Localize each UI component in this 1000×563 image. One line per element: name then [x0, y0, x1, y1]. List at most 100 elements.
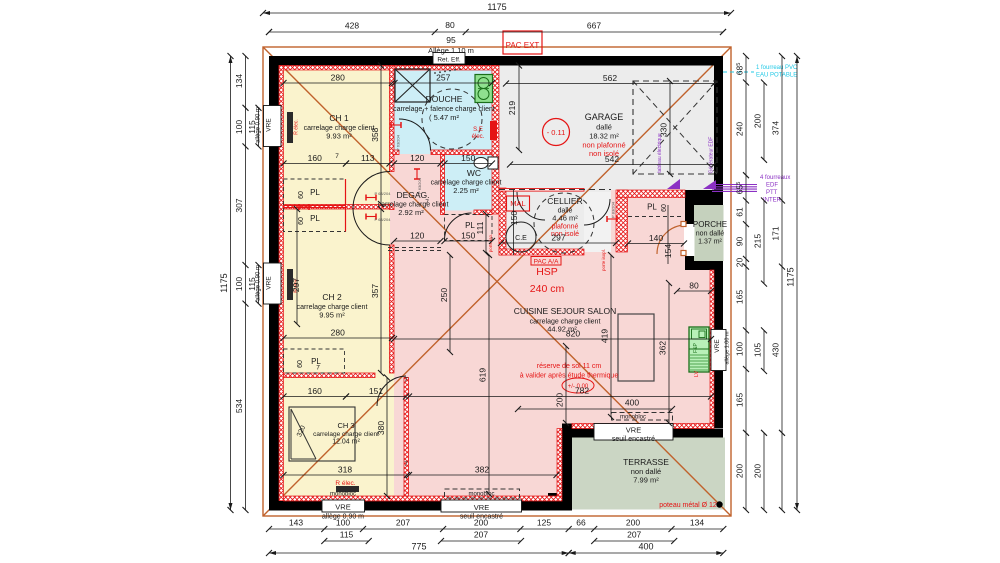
svg-text:allège 0.90 m: allège 0.90 m [322, 514, 364, 521]
svg-text:362: 362 [658, 341, 668, 355]
svg-text:élec.: élec. [472, 134, 485, 140]
svg-text:VRE: VRE [266, 118, 273, 132]
svg-text:207: 207 [396, 518, 410, 528]
svg-text:219: 219 [507, 101, 517, 115]
svg-text:18.32 m²: 18.32 m² [589, 132, 619, 141]
svg-text:358: 358 [370, 127, 380, 141]
svg-text:240: 240 [735, 122, 745, 136]
svg-text:115: 115 [340, 530, 354, 540]
svg-text:542: 542 [605, 154, 619, 164]
svg-text:- 0.11: - 0.11 [547, 128, 566, 137]
svg-text:CH 3: CH 3 [337, 421, 354, 430]
svg-text:à valider après étude thermiqu: à valider après étude thermique [520, 373, 619, 380]
svg-text:160: 160 [308, 386, 322, 396]
svg-text:4.46 m²: 4.46 m² [552, 214, 578, 223]
svg-text:non dallé: non dallé [696, 231, 725, 238]
svg-text:207: 207 [474, 530, 488, 540]
svg-text:382: 382 [475, 465, 489, 475]
svg-text:7: 7 [335, 153, 339, 160]
svg-text:allège 1.00 m: allège 1.00 m [725, 331, 731, 364]
svg-text:143: 143 [289, 518, 303, 528]
svg-text:+/- 0.00: +/- 0.00 [568, 384, 589, 390]
svg-text:100: 100 [735, 342, 745, 356]
svg-text:carrelage charge client: carrelage charge client [313, 431, 379, 438]
svg-text:95: 95 [446, 35, 456, 45]
svg-text:Allège 1.10 m: Allège 1.10 m [428, 46, 474, 55]
svg-text:134: 134 [690, 518, 704, 528]
svg-text:200: 200 [735, 464, 745, 478]
svg-text:non isolé: non isolé [589, 149, 619, 158]
svg-text:120: 120 [410, 231, 424, 241]
svg-text:619: 619 [478, 368, 488, 382]
svg-text:carrelage charge client: carrelage charge client [431, 180, 502, 187]
svg-text:PL: PL [465, 221, 475, 230]
svg-text:S.E: S.E [473, 127, 483, 133]
svg-text:20: 20 [735, 258, 745, 268]
svg-text:100: 100 [336, 518, 350, 528]
svg-text:EDF: EDF [766, 183, 778, 189]
svg-text:carrelage + faïence charge cli: carrelage + faïence charge client [393, 106, 495, 113]
svg-text:P 63/204: P 63/204 [417, 177, 422, 194]
svg-text:VRE: VRE [335, 503, 350, 512]
svg-text:215: 215 [753, 234, 763, 248]
svg-text:tableau électrique: tableau électrique [657, 133, 663, 173]
svg-text:PL: PL [310, 188, 320, 197]
svg-text:P 63/204: P 63/204 [396, 134, 401, 151]
svg-text:111: 111 [475, 221, 485, 234]
svg-text:150: 150 [461, 231, 475, 241]
svg-text:CUISINE SEJOUR SALON: CUISINE SEJOUR SALON [514, 306, 617, 316]
svg-text:dallé: dallé [596, 123, 612, 132]
svg-text:2.25 m²: 2.25 m² [453, 186, 479, 195]
svg-text:125: 125 [537, 518, 551, 528]
svg-text:320: 320 [296, 425, 307, 439]
svg-text:porte isopl.: porte isopl. [601, 249, 606, 271]
svg-text:7.99 m²: 7.99 m² [633, 476, 659, 485]
svg-text:318: 318 [338, 465, 352, 475]
svg-text:CELLIER: CELLIER [547, 196, 582, 206]
svg-text:7: 7 [425, 199, 429, 206]
svg-text:154: 154 [663, 244, 673, 258]
svg-text:monobloc: monobloc [620, 415, 646, 421]
svg-text:P 63/204: P 63/204 [375, 217, 392, 222]
svg-text:200: 200 [474, 518, 488, 528]
svg-text:775: 775 [411, 542, 426, 552]
svg-text:VRE: VRE [266, 276, 273, 290]
svg-text:61: 61 [735, 207, 745, 217]
svg-text:400: 400 [625, 398, 639, 408]
svg-text:297: 297 [551, 233, 565, 243]
svg-text:280: 280 [331, 73, 345, 83]
svg-text:134: 134 [234, 74, 244, 88]
svg-text:VRE: VRE [474, 503, 489, 512]
svg-text:1175: 1175 [219, 273, 229, 292]
svg-text:9.93 m²: 9.93 m² [326, 132, 352, 141]
svg-text:374: 374 [771, 121, 781, 135]
svg-text:380: 380 [376, 421, 386, 435]
svg-text:207: 207 [627, 530, 641, 540]
svg-text:MAL: MAL [510, 199, 525, 208]
svg-text:280: 280 [331, 328, 345, 338]
svg-text:357: 357 [370, 284, 380, 298]
svg-text:P 83/204: P 83/204 [611, 201, 616, 218]
svg-text:90: 90 [735, 237, 745, 247]
svg-text:VRE: VRE [714, 339, 721, 353]
svg-text:655: 655 [735, 182, 745, 195]
svg-text:4 fourreaux: 4 fourreaux [760, 175, 790, 181]
svg-text:F&P: F&P [693, 342, 699, 352]
svg-text:160: 160 [308, 153, 322, 163]
svg-text:réserve de sol 11 cm: réserve de sol 11 cm [537, 363, 602, 370]
svg-text:60: 60 [298, 217, 305, 225]
svg-text:PL: PL [311, 357, 321, 366]
svg-text:( 5.47 m²: ( 5.47 m² [429, 113, 460, 122]
svg-text:60: 60 [661, 204, 668, 212]
svg-text:seuil encastré: seuil encastré [612, 436, 655, 443]
svg-text:R élec.: R élec. [294, 119, 300, 135]
svg-text:non dallé: non dallé [631, 467, 661, 476]
svg-text:120: 120 [410, 153, 424, 163]
svg-text:60: 60 [298, 191, 305, 199]
svg-text:44.92 m²: 44.92 m² [547, 325, 577, 334]
svg-text:non plafonné: non plafonné [582, 141, 625, 150]
svg-text:115: 115 [247, 277, 257, 291]
svg-text:430: 430 [771, 343, 781, 357]
svg-text:R élec.: R élec. [335, 480, 355, 487]
svg-text:dallé: dallé [558, 208, 573, 215]
